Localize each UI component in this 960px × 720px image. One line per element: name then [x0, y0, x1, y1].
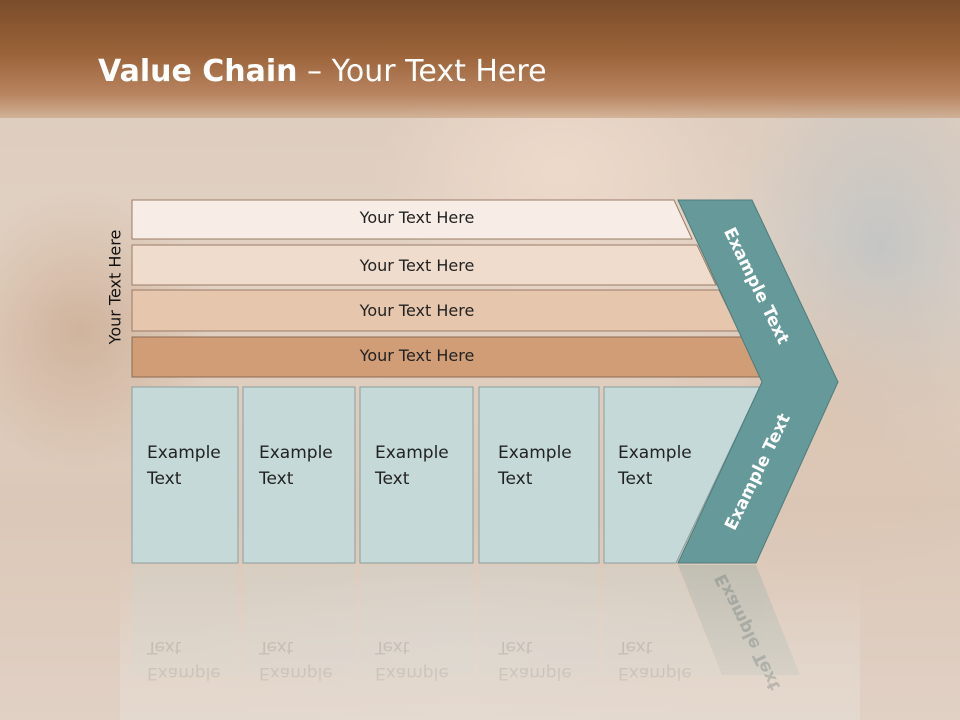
cell-2-line2: Text	[259, 469, 294, 489]
cell-4-line1: Example	[498, 443, 572, 463]
chevron-arrow	[677, 199, 839, 564]
title-bold: Value Chain	[98, 54, 298, 89]
cell-5-line2: Text	[618, 469, 653, 489]
cell-2-line1: Example	[259, 443, 333, 463]
cell-1	[131, 386, 239, 564]
cell-3	[359, 386, 474, 564]
cell-4	[478, 386, 600, 564]
cell-5-line1: Example	[618, 443, 692, 463]
cell-5	[603, 386, 761, 564]
cell-3-line1: Example	[375, 443, 449, 463]
cell-1-line2: Text	[147, 469, 182, 489]
header-band	[0, 0, 960, 118]
bar-1	[131, 199, 693, 240]
title-rest: – Your Text Here	[297, 54, 547, 89]
cell-4-line2: Text	[498, 469, 533, 489]
bar-4-label: Your Text Here	[359, 346, 475, 365]
cell-3-line2: Text	[375, 469, 410, 489]
cell-2	[242, 386, 356, 564]
bar-2-label: Your Text Here	[359, 256, 475, 275]
reflection-fade	[120, 564, 860, 720]
bar-3-label: Your Text Here	[359, 301, 475, 320]
bar-1-label: Your Text Here	[359, 208, 475, 227]
slide-title: Value Chain – Your Text Here	[98, 54, 547, 89]
bar-2	[131, 244, 717, 286]
cell-1-line1: Example	[147, 443, 221, 463]
